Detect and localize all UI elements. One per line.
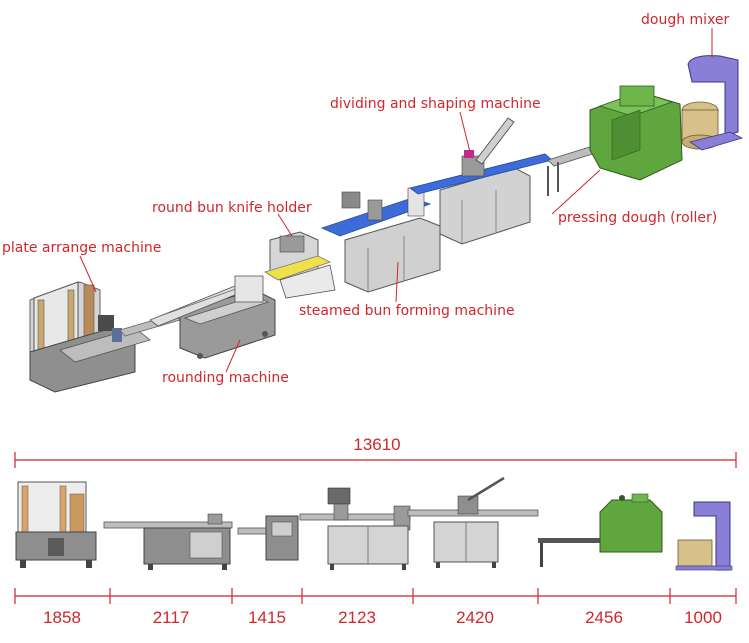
side-steamed-bun-forming-machine <box>299 487 411 570</box>
iso-dividing-shaping-machine <box>409 117 553 245</box>
dimension-segment-7: 1000 <box>684 608 722 627</box>
iso-plate-arrange-machine <box>29 281 151 393</box>
dimension-segment-5: 2420 <box>456 608 494 627</box>
label-pressing-dough: pressing dough (roller) <box>558 210 718 226</box>
dimension-segment-3: 1415 <box>248 608 286 627</box>
iso-steamed-bun-forming-machine <box>320 187 441 293</box>
label-plate-arrange: plate arrange machine <box>2 240 162 256</box>
side-pressing-dough-roller <box>599 493 663 553</box>
iso-pressing-dough-roller <box>589 85 683 181</box>
dimension-segment-1: 1858 <box>43 608 81 627</box>
label-round-bun-knife: round bun knife holder <box>152 200 312 216</box>
iso-rounding-machine <box>149 275 276 359</box>
label-dough-mixer: dough mixer <box>641 12 730 28</box>
segment-dimension-line <box>14 588 737 604</box>
side-round-bun-knife-holder <box>237 515 299 561</box>
side-feed-conveyor <box>538 538 604 567</box>
dimension-total: 13610 <box>353 435 401 454</box>
dimension-segment-4: 2123 <box>338 608 376 627</box>
total-dimension-line <box>14 452 737 468</box>
label-leaders <box>79 28 713 373</box>
iso-round-bun-knife-holder <box>264 231 336 299</box>
label-steamed-bun-forming: steamed bun forming machine <box>299 303 515 319</box>
side-plate-arrange-machine <box>15 481 97 568</box>
label-rounding: rounding machine <box>162 370 289 386</box>
iso-dough-mixer <box>681 55 744 151</box>
dimension-segment-6: 2456 <box>585 608 623 627</box>
side-dividing-shaping-machine <box>407 476 539 568</box>
label-dividing-shaping: dividing and shaping machine <box>330 96 541 112</box>
dimension-segment-2: 2117 <box>152 608 190 627</box>
side-rounding-machine <box>103 513 233 570</box>
side-dough-mixer <box>675 501 733 571</box>
